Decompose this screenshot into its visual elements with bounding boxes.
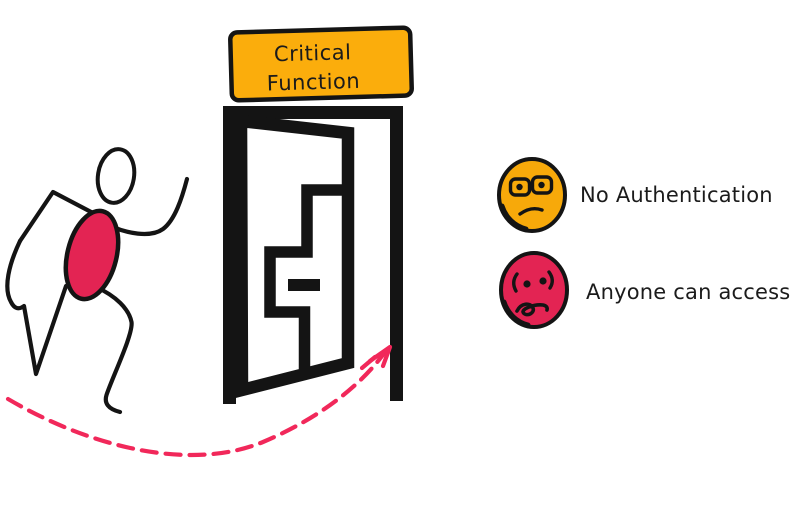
- glasses-left-pupil: [516, 183, 523, 191]
- open-door: [223, 106, 403, 404]
- worried-face-icon: [499, 251, 569, 329]
- critical-function-sign: Critical Function: [228, 25, 414, 103]
- runner-back-arm: [17, 189, 96, 244]
- runner-head: [95, 147, 137, 205]
- legend-item-anyone-can-access: Anyone can access: [499, 251, 790, 329]
- legend: No Authentication Anyone can access: [497, 157, 790, 329]
- legend-label-anyone-can-access: Anyone can access: [586, 280, 790, 304]
- runner-front-leg: [93, 284, 134, 415]
- runner-torso: [63, 208, 121, 302]
- worried-left-eye: [523, 280, 531, 288]
- worried-right-eye: [539, 277, 547, 285]
- legend-label-no-authentication: No Authentication: [580, 183, 773, 207]
- runner-cape-and-back-leg: [5, 238, 69, 377]
- worried-right-brow: [547, 270, 554, 290]
- worried-mouth: [515, 302, 549, 317]
- glasses-face-mouth: [518, 206, 544, 216]
- worried-left-brow: [512, 272, 519, 293]
- sign-label-line2: Function: [267, 69, 361, 96]
- runner-figure: [5, 147, 190, 415]
- arrow-curve: [5, 349, 388, 458]
- door-frame: [223, 106, 403, 404]
- door-panel: [264, 184, 345, 369]
- glasses-face-outline-accent: [499, 203, 529, 232]
- glasses-bridge: [528, 183, 534, 188]
- sign-background: [228, 25, 414, 103]
- worried-face-outline-accent: [501, 299, 531, 328]
- sign-label-line1: Critical: [274, 40, 352, 66]
- glasses-face-icon: [497, 157, 567, 233]
- glasses-right-pupil: [538, 181, 545, 189]
- legend-item-no-authentication: No Authentication: [497, 157, 773, 233]
- access-path-arrow: [5, 344, 393, 458]
- arrow-head-tick: [359, 354, 378, 371]
- runner-front-arm: [97, 176, 190, 236]
